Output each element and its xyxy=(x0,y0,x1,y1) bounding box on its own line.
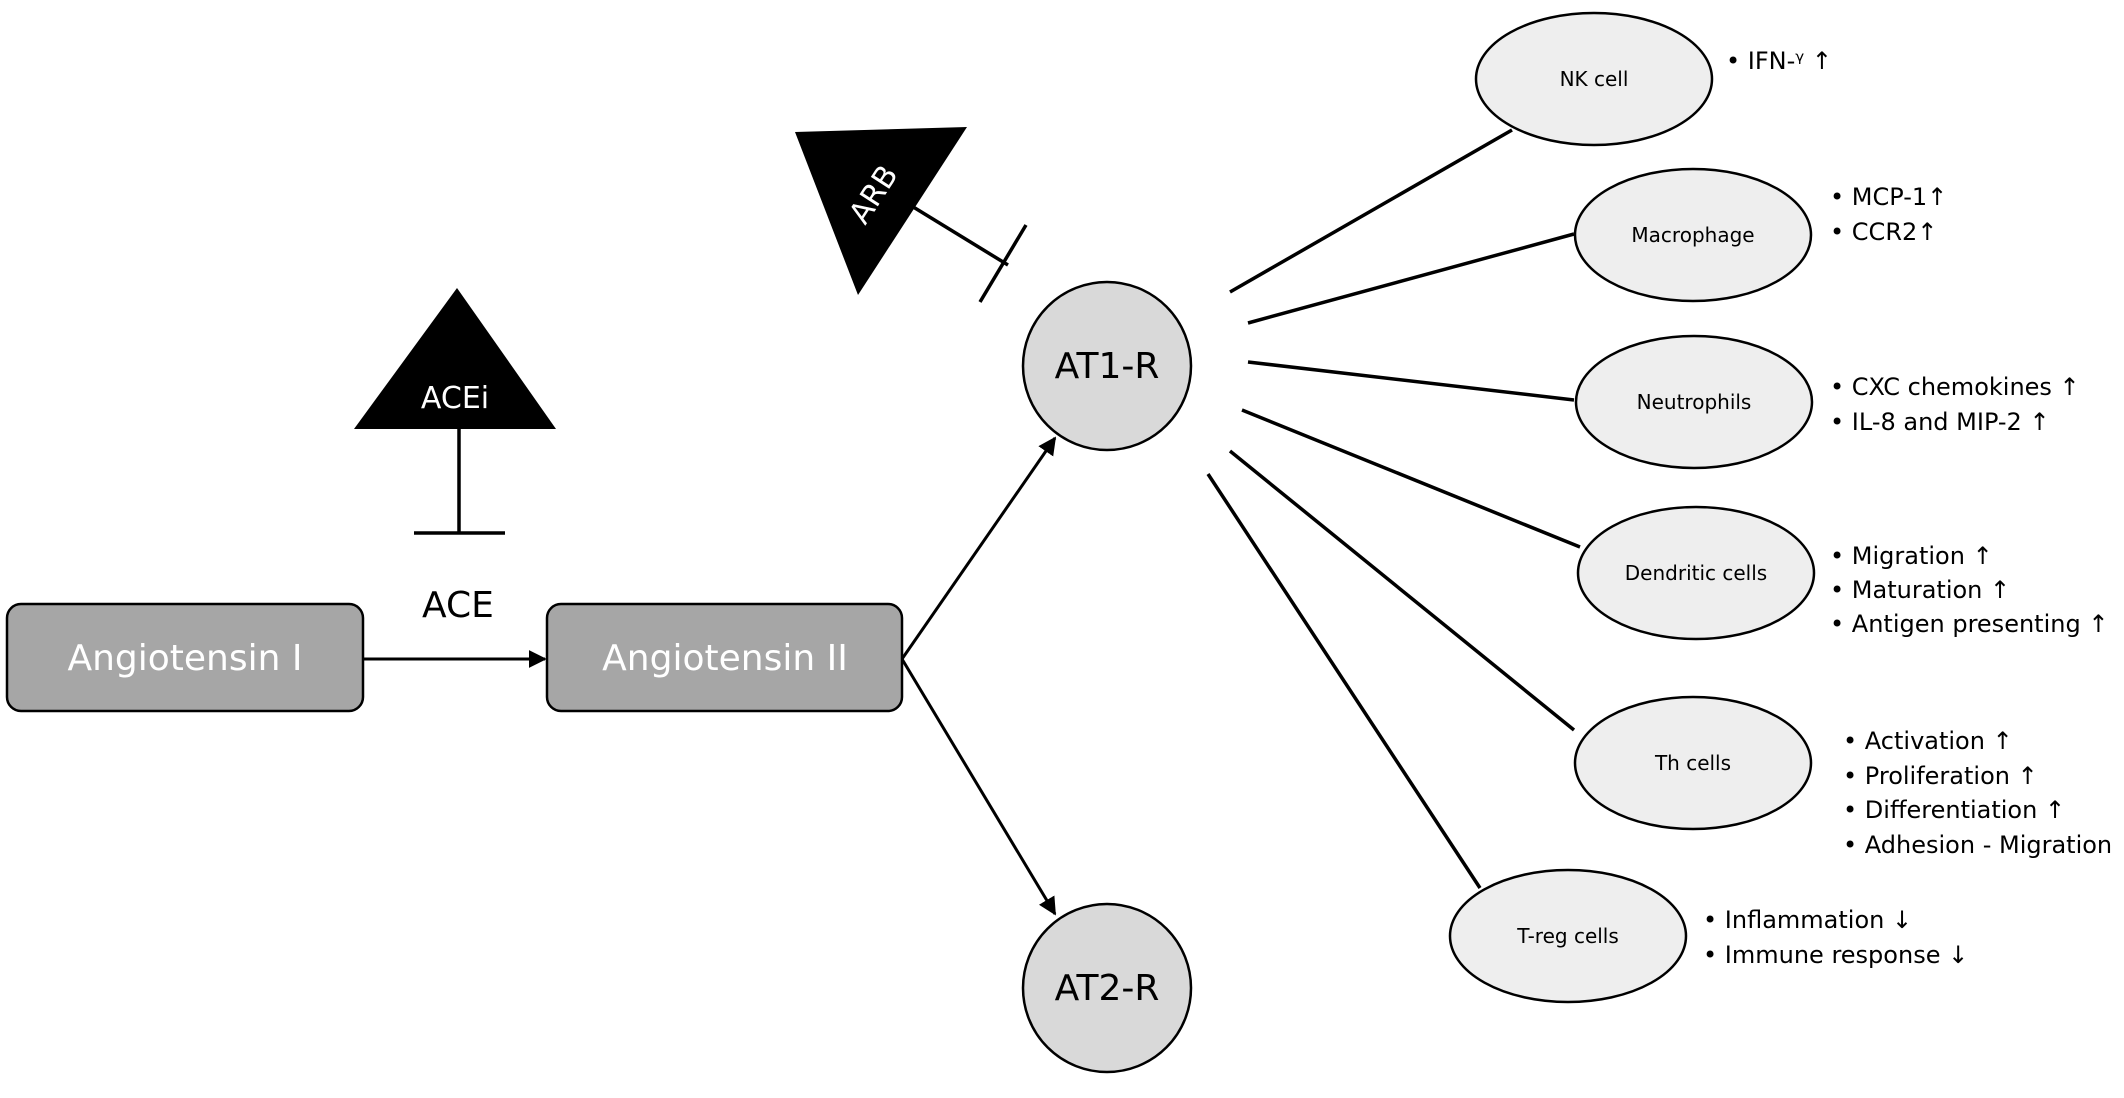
effect-item: • Inflammation ↓ xyxy=(1703,906,1912,934)
ace-label: ACE xyxy=(422,585,494,626)
dendritic-cells-label: Dendritic cells xyxy=(1625,561,1767,585)
macrophage-effects: • MCP-1↑ • CCR2↑ xyxy=(1830,183,1947,246)
neutrophils-label: Neutrophils xyxy=(1637,390,1752,414)
link-at1r-nk-cell xyxy=(1229,128,1513,294)
at2r-receptor: AT2-R xyxy=(1021,902,1193,1074)
effect-item: • Differentiation ↑ xyxy=(1843,796,2065,824)
arb-inhibition-bar xyxy=(978,224,1028,303)
effect-item: • Migration ↑ xyxy=(1830,542,1993,570)
th-cells-effects: • Activation ↑ • Proliferation ↑ • Diffe… xyxy=(1843,727,2124,859)
nk-cell-effects: • IFN-ᵞ ↑ xyxy=(1726,47,1832,75)
angiotensin-2-box: Angiotensin II xyxy=(545,602,904,713)
effect-item: • MCP-1↑ xyxy=(1830,183,1947,211)
acei-label: ACEi xyxy=(421,381,489,416)
link-at1r-macrophage xyxy=(1247,232,1575,325)
nk-cell-node: NK cell xyxy=(1474,11,1714,147)
at1r-receptor: AT1-R xyxy=(1021,280,1193,452)
treg-cells-node: T-reg cells xyxy=(1448,868,1688,1004)
angiotensin-1-label: Angiotensin I xyxy=(67,638,302,679)
neutrophils-node: Neutrophils xyxy=(1574,334,1814,470)
link-at1r-treg-cells xyxy=(1206,473,1482,889)
at2r-label: AT2-R xyxy=(1055,968,1160,1009)
effect-item: • CCR2↑ xyxy=(1830,218,1937,246)
macrophage-node: Macrophage xyxy=(1573,167,1813,303)
effect-item: • Maturation ↑ xyxy=(1830,576,2010,604)
effect-item: • Proliferation ↑ xyxy=(1843,762,2038,790)
effect-item: • IFN-ᵞ ↑ xyxy=(1726,47,1832,75)
arrow-angiotensin2-to-at2r xyxy=(900,658,1057,916)
effect-item: • CXC chemokines ↑ xyxy=(1830,373,2080,401)
arb-triangle xyxy=(795,127,967,295)
effect-item: • IL-8 and MIP-2 ↑ xyxy=(1830,408,2050,436)
angiotensin-1-box: Angiotensin I xyxy=(5,602,365,713)
effect-item: • Antigen presenting ↑ xyxy=(1830,610,2108,638)
acei-triangle xyxy=(354,288,556,429)
arb-inhibitor: ARB xyxy=(795,127,1028,303)
treg-cells-label: T-reg cells xyxy=(1516,924,1619,948)
acei-inhibitor: ACEi xyxy=(354,288,556,535)
arrow-angiotensin2-to-at1r xyxy=(900,436,1057,660)
effect-item: • Adhesion - Migration ↑ xyxy=(1843,831,2124,859)
at1r-label: AT1-R xyxy=(1055,346,1160,387)
nk-cell-label: NK cell xyxy=(1560,67,1629,91)
dendritic-cells-effects: • Migration ↑ • Maturation ↑ • Antigen p… xyxy=(1830,542,2108,638)
link-at1r-dendritic-cells xyxy=(1241,408,1581,549)
treg-cells-effects: • Inflammation ↓ • Immune response ↓ xyxy=(1703,906,1968,969)
arb-inhibition-stem xyxy=(909,203,1009,267)
angiotensin-2-label: Angiotensin II xyxy=(602,638,848,679)
neutrophils-effects: • CXC chemokines ↑ • IL-8 and MIP-2 ↑ xyxy=(1830,373,2080,436)
link-at1r-neutrophils xyxy=(1247,360,1575,402)
macrophage-label: Macrophage xyxy=(1631,223,1754,247)
th-cells-label: Th cells xyxy=(1654,751,1731,775)
dendritic-cells-node: Dendritic cells xyxy=(1576,505,1816,641)
th-cells-node: Th cells xyxy=(1573,695,1813,831)
link-at1r-th-cells xyxy=(1228,449,1576,732)
effect-item: • Activation ↑ xyxy=(1843,727,2013,755)
effect-item: • Immune response ↓ xyxy=(1703,941,1968,969)
